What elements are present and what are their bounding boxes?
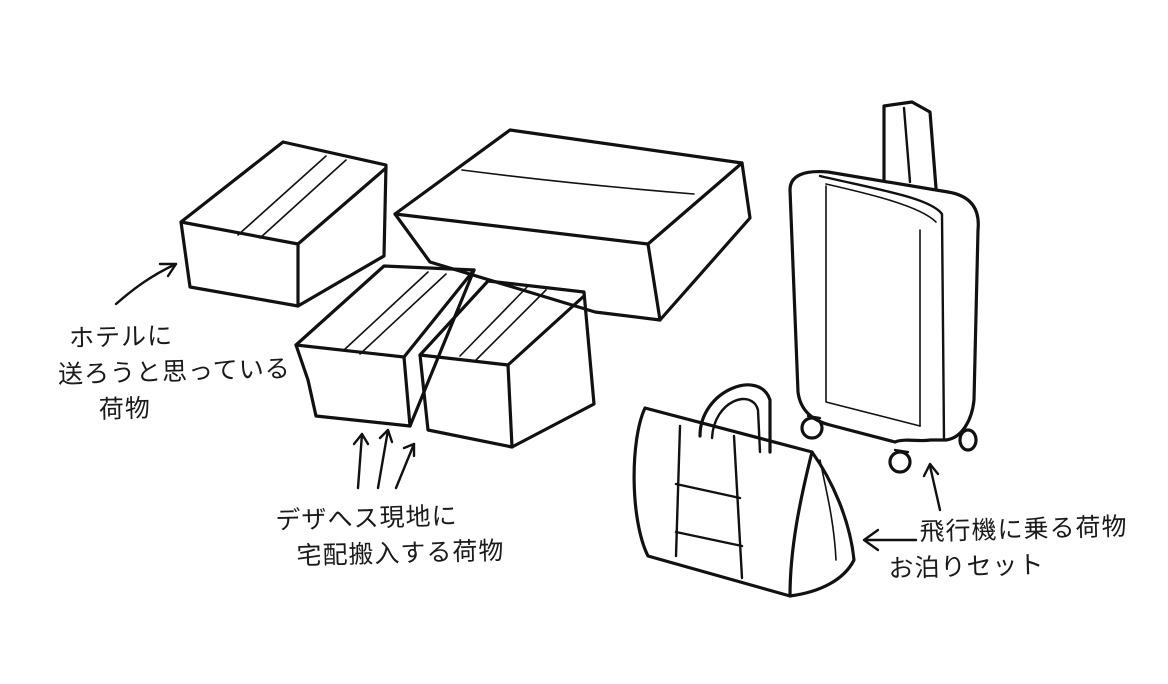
hotel-label-line2: 送ろうと思っている	[57, 353, 292, 390]
plane-luggage-label: 飛行機に乗る荷物 お泊りセット	[887, 509, 1129, 587]
duffel-bag	[632, 383, 856, 598]
hotel-label-line1: ホテルに	[68, 321, 174, 353]
arrow-suitcase	[922, 462, 942, 512]
hotel-luggage-label: ホテルに 送ろうと思っている 荷物	[57, 315, 293, 429]
arrow-duffel	[862, 528, 918, 552]
desa-box-right	[418, 279, 596, 449]
desa-label-line1: デザへス現地に	[275, 501, 458, 535]
suitcase	[788, 100, 980, 474]
plane-label-line1: 飛行機に乗る荷物	[919, 511, 1128, 547]
desa-box-left	[294, 264, 476, 428]
arrow-hotel	[114, 262, 178, 306]
plane-label-line2: お泊りセット	[888, 550, 1045, 584]
hotel-label-line3: 荷物	[98, 393, 152, 424]
hotel-box	[179, 140, 388, 308]
desa-label-line2: 宅配搬入する荷物	[296, 536, 505, 571]
arrows-desa	[352, 428, 416, 490]
desa-luggage-label: デザへス現地に 宅配搬入する荷物	[275, 497, 505, 575]
